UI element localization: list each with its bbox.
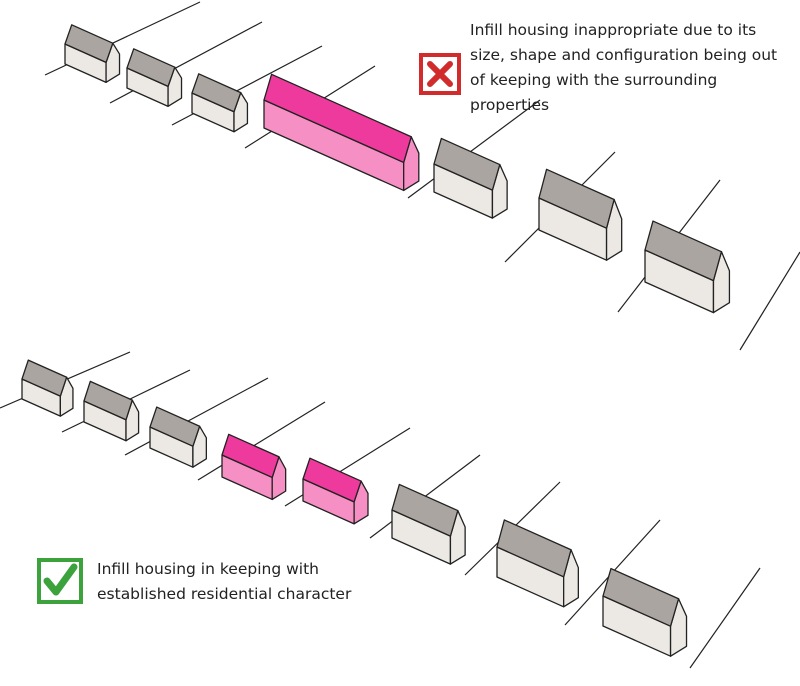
top-house-4	[433, 137, 508, 219]
bottom-infill-house-2-roof	[302, 457, 362, 503]
top-house-3-roof	[191, 73, 242, 113]
top-house-1-roof	[64, 24, 114, 64]
bottom-house-6	[602, 567, 688, 657]
bottom-house-5	[496, 519, 579, 608]
bottom-house-5-roof	[496, 519, 572, 578]
bottom-house-2	[83, 380, 140, 442]
appropriate-infill-caption: Infill housing in keeping with establish…	[97, 560, 352, 603]
top-infill-block	[263, 73, 420, 192]
green-check-mark	[43, 563, 78, 596]
top-house-5	[538, 168, 623, 261]
top-house-1	[64, 24, 121, 84]
red-cross-icon	[418, 52, 462, 96]
top-plot-line-5	[407, 99, 541, 199]
bottom-house-6-roof	[602, 567, 680, 627]
bottom-house-1	[21, 359, 74, 417]
green-check-icon	[36, 557, 84, 605]
bottom-plot-line-4	[197, 401, 326, 481]
red-cross-mark	[427, 61, 453, 87]
bottom-plot-line-9	[689, 567, 761, 669]
top-house-5-roof	[538, 168, 615, 229]
houses-layer	[21, 24, 731, 657]
bottom-house-3-roof	[149, 406, 201, 447]
bottom-infill-house-1-roof	[221, 433, 280, 479]
bottom-house-4-roof	[391, 483, 459, 537]
bottom-infill-house-1	[221, 433, 287, 501]
top-house-3	[191, 73, 249, 133]
top-house-4-roof	[433, 137, 501, 191]
bottom-house-2-roof	[83, 380, 133, 421]
bottom-house-1-roof	[21, 359, 68, 397]
bottom-house-3	[149, 406, 208, 468]
top-house-2	[126, 48, 183, 108]
inappropriate-infill-caption: Infill housing inappropriate due to its …	[470, 21, 778, 114]
bottom-house-4	[391, 483, 466, 565]
top-infill-block-roof	[263, 73, 412, 164]
top-house-6-roof	[644, 220, 723, 282]
bottom-infill-house-2	[302, 457, 369, 525]
top-plot-line-8	[739, 251, 800, 351]
top-house-2-roof	[126, 48, 176, 88]
top-house-6	[644, 220, 731, 314]
bottom-plot-line-3	[124, 377, 269, 456]
